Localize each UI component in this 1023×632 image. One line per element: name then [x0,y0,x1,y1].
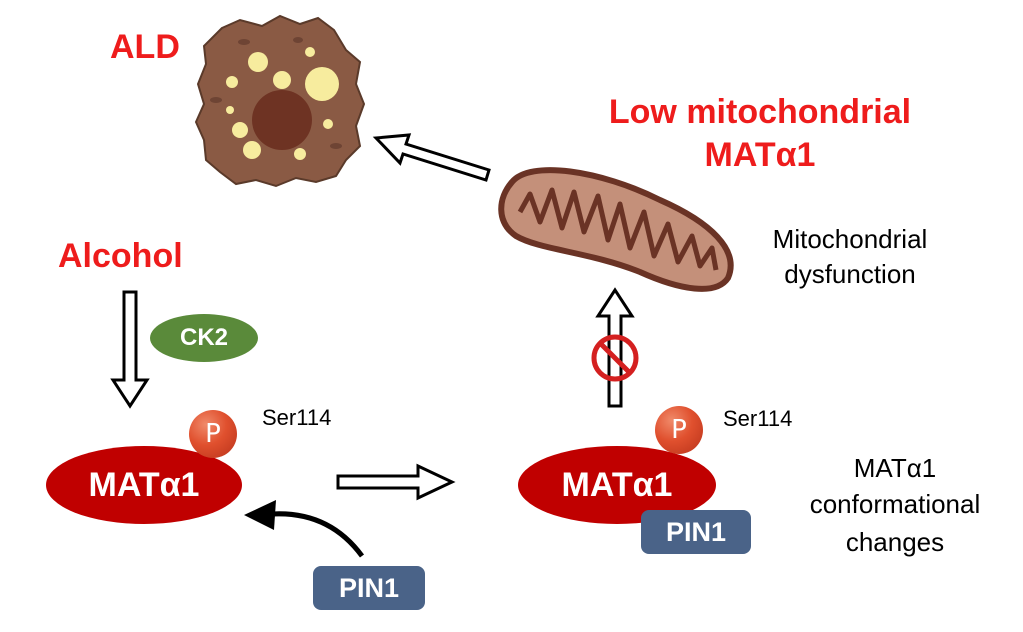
arrow-mat-to-mito [595,287,635,408]
phospho-left-text: P [205,419,221,449]
phospho-right-icon: P [655,406,703,454]
pin1-right: PIN1 [641,510,751,554]
arrow-mito-to-ald [372,133,491,182]
phospho-right-text: P [671,415,687,445]
mito-dysfunction-line1: Mitochondrial [772,224,928,254]
conformational-line2: conformational [809,489,981,519]
prohibition-sign-icon [591,334,639,382]
low-mito-label-line1: Low mitochondrial [608,93,912,131]
low-mito-label-line2: MATα1 [704,136,816,174]
alcohol-label: Alcohol [58,237,183,275]
hepatocyte-icon [194,14,366,188]
pin1-bottom: PIN1 [313,566,425,610]
conformational-line3: changes [845,527,945,557]
mat-alpha1-left: MATα1 [46,446,242,524]
mito-dysfunction-line2: dysfunction [784,259,916,289]
ser114-right: Ser114 [723,406,793,431]
phospho-left-icon: P [189,410,237,458]
arrow-mat-to-mat [336,463,456,501]
mitochondrion-icon [498,167,734,292]
ser114-left: Ser114 [262,405,332,430]
ck2-node: CK2 [150,314,258,362]
arrow-alcohol-to-mat [110,290,150,409]
arrow-pin1-to-mat [244,500,365,558]
ald-label: ALD [110,28,180,66]
conformational-line1: MATα1 [853,453,937,483]
